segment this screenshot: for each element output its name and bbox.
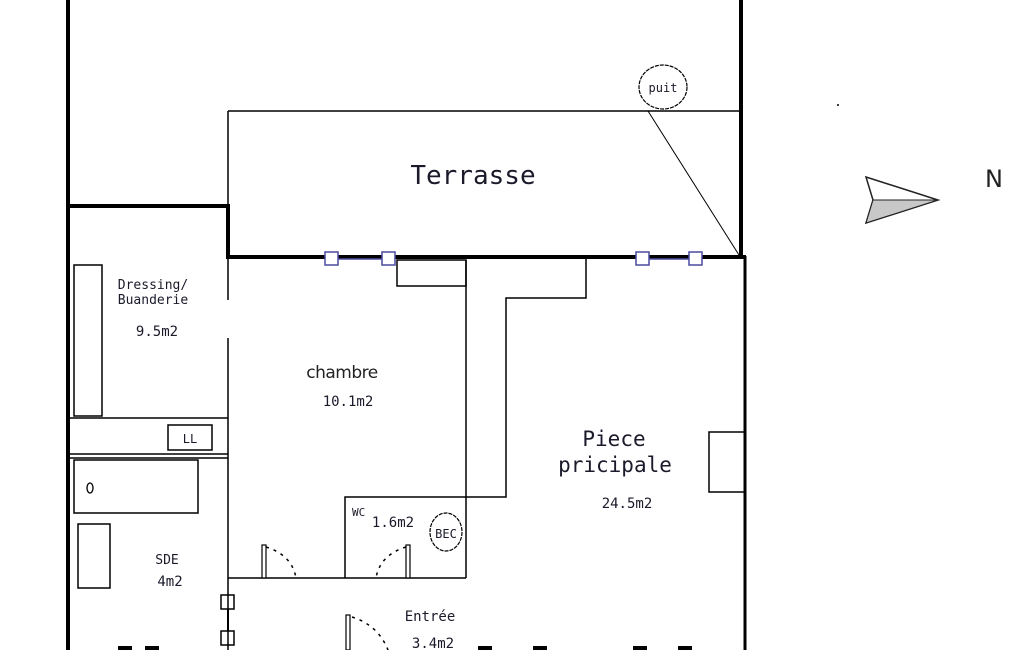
window-frame <box>688 251 703 266</box>
kitchen-counter <box>466 259 587 498</box>
entree-area: 3.4m2 <box>412 636 454 650</box>
north-arrow-shade <box>865 199 939 224</box>
north-compass: N <box>837 104 1003 225</box>
ll-label: LL <box>183 432 197 446</box>
north-label: N <box>985 165 1003 193</box>
wc-wall <box>344 496 466 578</box>
piece-principale-label: pricipale <box>558 453 672 477</box>
door-entree[interactable] <box>345 614 351 650</box>
room-labels: Dressing/ Buanderie 9.5m2 chambre 10.1m2… <box>118 278 672 650</box>
piece-principale-area: 24.5m2 <box>602 496 653 512</box>
sde-label: SDE <box>155 553 178 568</box>
drain-icon <box>86 482 94 494</box>
wc-area: 1.6m2 <box>372 515 414 531</box>
windows <box>118 251 703 650</box>
bec-circle <box>429 512 463 552</box>
closet <box>396 259 467 287</box>
chambre-area: 10.1m2 <box>323 394 374 410</box>
fireplace <box>708 431 746 493</box>
piece-principale-label: Piece <box>582 427 645 451</box>
dressing-label: Buanderie <box>118 293 189 308</box>
terrasse-area: Terrasse puit <box>227 64 741 256</box>
chambre-label: chambre <box>306 363 378 383</box>
wc-label: WC <box>352 506 365 519</box>
bec-label: BEC <box>435 527 457 541</box>
dressing-label: Dressing/ <box>118 278 188 293</box>
sink <box>77 523 111 589</box>
terrasse-label: Terrasse <box>410 161 535 191</box>
door-wc[interactable] <box>405 544 411 579</box>
sde-area: 4m2 <box>157 574 182 590</box>
window-frame <box>324 251 339 266</box>
dressing-area: 9.5m2 <box>136 324 178 340</box>
puit-label: puit <box>649 81 678 95</box>
terrasse-diagonal <box>647 110 740 256</box>
door-swing <box>351 616 389 650</box>
south-windows <box>118 646 692 650</box>
doors: BEC <box>261 512 463 650</box>
washing-machine <box>167 424 213 451</box>
window-frame <box>381 251 396 266</box>
puit-circle <box>638 64 688 110</box>
dot <box>837 104 839 106</box>
bathtub <box>73 459 199 514</box>
door-swing <box>375 546 407 579</box>
wardrobe <box>73 264 103 417</box>
door-swing <box>265 546 297 579</box>
interior-walls: LL <box>68 259 746 650</box>
door-chambre[interactable] <box>261 544 267 579</box>
entree-label: Entrée <box>405 609 456 625</box>
window-frame <box>635 251 650 266</box>
